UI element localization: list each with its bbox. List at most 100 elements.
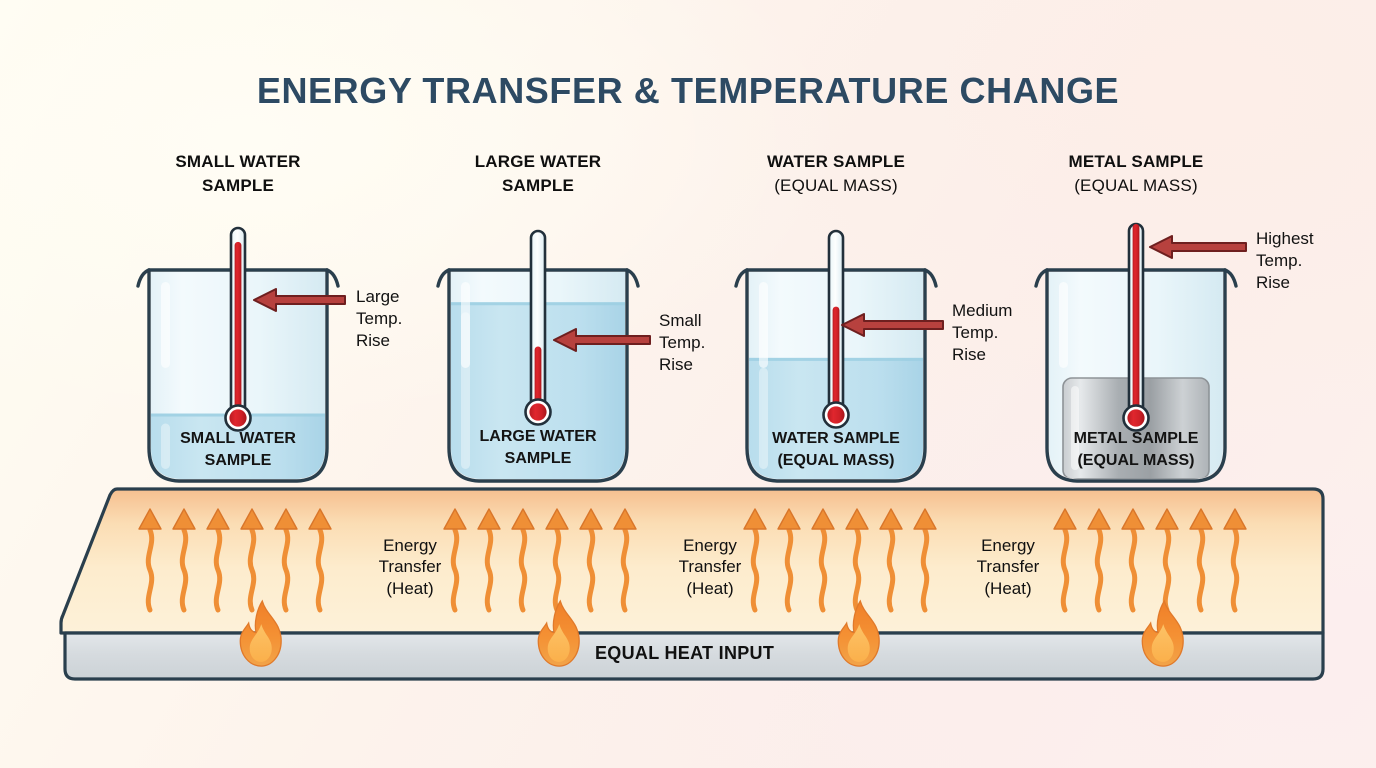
annotation-text-holder: Small Temp. Rise — [655, 310, 705, 375]
wavy-up-arrow-icon — [886, 527, 896, 613]
heat-arrow-head-icon — [777, 508, 801, 530]
thermometer-bulb-fluid — [229, 409, 247, 427]
station-heading-sub: SAMPLE — [501, 176, 575, 196]
station-heading-sub: (EQUAL MASS) — [774, 176, 898, 196]
heat-arrow-head-icon — [206, 508, 230, 530]
station-3: WATER SAMPLE (EQUAL MASS)WATER SAMPLE (EQU… — [706, 150, 966, 483]
heat-arrow-head-icon — [579, 508, 603, 530]
energy-transfer-label: Energy Transfer (Heat) — [378, 536, 442, 598]
heat-arrow-head-icon — [274, 508, 298, 530]
page-title: ENERGY TRANSFER & TEMPERATURE CHANGE — [256, 70, 1120, 111]
annotation-arrow-icon — [552, 325, 652, 355]
station-heading-main: METAL SAMPLE — [1068, 152, 1204, 171]
heat-arrow-head-icon — [879, 508, 903, 530]
beaker-area: WATER SAMPLE(EQUAL MASS) — [706, 229, 966, 492]
station-heading: METAL SAMPLE (EQUAL MASS) — [1006, 150, 1266, 198]
wavy-up-arrow-icon — [818, 527, 828, 613]
wavy-up-arrow-icon — [920, 527, 930, 613]
thermometer-mercury-column — [534, 346, 542, 412]
wavy-up-arrow-icon — [586, 527, 596, 613]
heat-arrow-head-icon — [613, 508, 637, 530]
wavy-up-arrow-icon — [315, 527, 325, 613]
annotation-text-holder: Large Temp. Rise — [352, 286, 402, 351]
beaker-area: METAL SAMPLE(EQUAL MASS) — [1006, 222, 1266, 492]
beaker-highlight — [759, 282, 768, 368]
heat-arrow-head-icon — [1053, 508, 1077, 530]
energy-transfer-label: Energy Transfer (Heat) — [976, 536, 1040, 598]
station-heading-main: SMALL WATER — [175, 152, 301, 171]
heat-arrow-head-icon — [1121, 508, 1145, 530]
heat-arrow-head-icon — [138, 508, 162, 530]
thermometer-bulb-fluid — [827, 406, 845, 424]
heat-arrow-layer — [138, 508, 1247, 613]
wavy-up-arrow-icon — [784, 527, 794, 613]
annotation-text: Medium Temp. Rise — [952, 301, 1013, 364]
annotation-large-temp-rise — [252, 285, 347, 315]
heat-arrow-head-icon — [443, 508, 467, 530]
wavy-up-arrow-icon — [281, 527, 291, 613]
wavy-up-arrow-icon — [247, 527, 257, 613]
wavy-up-arrow-icon — [518, 527, 528, 613]
equal-heat-input-label: EQUAL HEAT INPUT — [595, 643, 775, 663]
heat-arrow-head-icon — [172, 508, 196, 530]
annotation-arrow-icon — [1148, 232, 1248, 262]
annotation-text: Small Temp. Rise — [659, 311, 706, 374]
thermometer — [523, 225, 553, 442]
annotation-medium-temp-rise — [840, 310, 945, 340]
heat-arrow-head-icon — [1189, 508, 1213, 530]
beaker-highlight — [1059, 282, 1068, 368]
thermometer-bulb-fluid — [529, 403, 547, 421]
thermometer-mercury-column — [234, 241, 242, 418]
flame-layer — [239, 599, 1184, 667]
heat-arrow-head-icon — [477, 508, 501, 530]
thermometer-mercury-column — [832, 306, 840, 415]
heat-arrow-head-icon — [811, 508, 835, 530]
hot-plate-graphic — [59, 487, 1325, 681]
flame-icon — [239, 599, 282, 667]
beaker-outline — [1045, 268, 1227, 483]
heat-arrow-head-icon — [743, 508, 767, 530]
annotation-highest-temp-rise — [1148, 232, 1248, 262]
wavy-up-arrow-icon — [1094, 527, 1104, 613]
station-heading: WATER SAMPLE (EQUAL MASS) — [706, 150, 966, 198]
flame-icon — [537, 599, 580, 667]
wavy-up-arrow-icon — [750, 527, 760, 613]
wavy-up-arrow-icon — [179, 527, 189, 613]
wavy-up-arrow-icon — [1196, 527, 1206, 613]
thermometer-mercury-column — [1132, 224, 1140, 418]
heat-arrow-head-icon — [845, 508, 869, 530]
station-heading-sub: SAMPLE — [201, 176, 275, 196]
wavy-up-arrow-icon — [484, 527, 494, 613]
thermometer — [223, 222, 253, 448]
wavy-up-arrow-icon — [145, 527, 155, 613]
thermometer — [821, 225, 851, 445]
wavy-up-arrow-icon — [1162, 527, 1172, 613]
wavy-up-arrow-icon — [552, 527, 562, 613]
wavy-up-arrow-icon — [1230, 527, 1240, 613]
wavy-up-arrow-icon — [852, 527, 862, 613]
station-4: METAL SAMPLE (EQUAL MASS)METAL SAMPLE (EQU… — [1006, 150, 1266, 483]
station-heading-sub: (EQUAL MASS) — [1074, 176, 1198, 196]
heat-arrow-head-icon — [1155, 508, 1179, 530]
flame-icon — [837, 599, 880, 667]
beaker-highlight — [161, 282, 170, 368]
flame-icon — [1141, 599, 1184, 667]
thermometer-bulb-fluid — [1127, 409, 1145, 427]
wavy-up-arrow-icon — [213, 527, 223, 613]
station-heading-main: WATER SAMPLE — [766, 152, 906, 171]
plate-top-surface — [59, 487, 1325, 635]
wavy-up-arrow-icon — [450, 527, 460, 613]
beaker-highlight — [461, 282, 470, 368]
annotation-text: Large Temp. Rise — [356, 287, 403, 350]
beaker-outline — [745, 268, 927, 483]
thermometer — [1121, 218, 1151, 448]
annotation-text-holder: Medium Temp. Rise — [948, 300, 1012, 365]
wavy-up-arrow-icon — [1060, 527, 1070, 613]
wavy-up-arrow-icon — [1128, 527, 1138, 613]
